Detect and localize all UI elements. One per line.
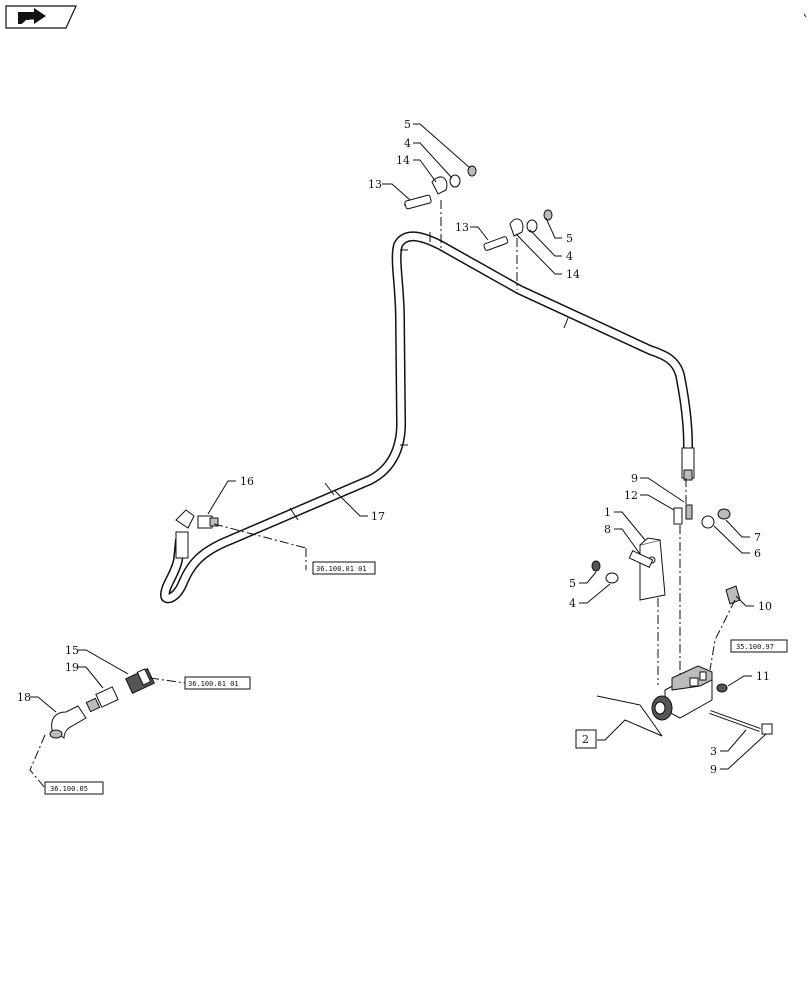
callout-13: 13 xyxy=(368,178,382,191)
callout-9: 9 xyxy=(631,472,638,485)
leader-lines xyxy=(30,123,767,770)
callout-4: 4 xyxy=(569,597,576,610)
bracket-assembly xyxy=(591,504,731,601)
callout-13: 13 xyxy=(455,221,469,234)
loose-fittings xyxy=(49,668,155,739)
clamp-assembly-upper-left xyxy=(403,165,477,210)
callout-3: 3 xyxy=(710,745,717,758)
svg-text:36.100.01 01: 36.100.01 01 xyxy=(188,680,239,688)
callout-8: 8 xyxy=(604,523,611,536)
callout-5: 5 xyxy=(566,232,573,245)
callout-10: 10 xyxy=(758,600,772,613)
reference-link-a[interactable]: 36.100.01 01 xyxy=(312,561,376,575)
callout-6: 6 xyxy=(754,547,761,560)
callout-11: 11 xyxy=(756,670,770,683)
svg-text:36.100.01 01: 36.100.01 01 xyxy=(316,565,367,573)
callout-18: 18 xyxy=(17,691,31,704)
arrow-right-icon xyxy=(18,8,46,25)
callout-14: 14 xyxy=(396,154,410,167)
corner-mark xyxy=(803,13,807,18)
svg-text:35.100.97: 35.100.97 xyxy=(736,643,774,651)
callout-9: 9 xyxy=(710,763,717,776)
clamp-assembly-upper-right xyxy=(483,209,553,251)
callout-16: 16 xyxy=(240,475,254,488)
fitting-16 xyxy=(197,515,219,529)
hydraulic-hose xyxy=(160,231,695,604)
callout-2-box: 2 xyxy=(575,729,597,749)
callout-12: 12 xyxy=(624,489,638,502)
reference-link-d[interactable]: 36.100.05 xyxy=(44,781,104,795)
callout-4: 4 xyxy=(566,250,573,263)
callout-5: 5 xyxy=(569,577,576,590)
callout-7: 7 xyxy=(754,531,761,544)
callout-14: 14 xyxy=(566,268,580,281)
callout-19: 19 xyxy=(65,661,79,674)
callout-15: 15 xyxy=(65,644,79,657)
callout-4: 4 xyxy=(404,137,411,150)
callout-5: 5 xyxy=(404,118,411,131)
reference-link-b[interactable]: 35.100.97 xyxy=(730,639,788,653)
assembly-lines xyxy=(29,200,736,789)
callout-labels: 5 4 14 13 13 5 4 14 16 17 9 12 1 8 7 6 5… xyxy=(17,118,772,776)
svg-text:36.100.05: 36.100.05 xyxy=(50,785,88,793)
nav-button[interactable] xyxy=(5,5,77,29)
callout-1: 1 xyxy=(604,506,611,519)
callout-17: 17 xyxy=(371,510,385,523)
valve-block xyxy=(651,585,773,735)
reference-link-c[interactable]: 36.100.01 01 xyxy=(184,676,251,690)
callout-2: 2 xyxy=(582,733,589,746)
